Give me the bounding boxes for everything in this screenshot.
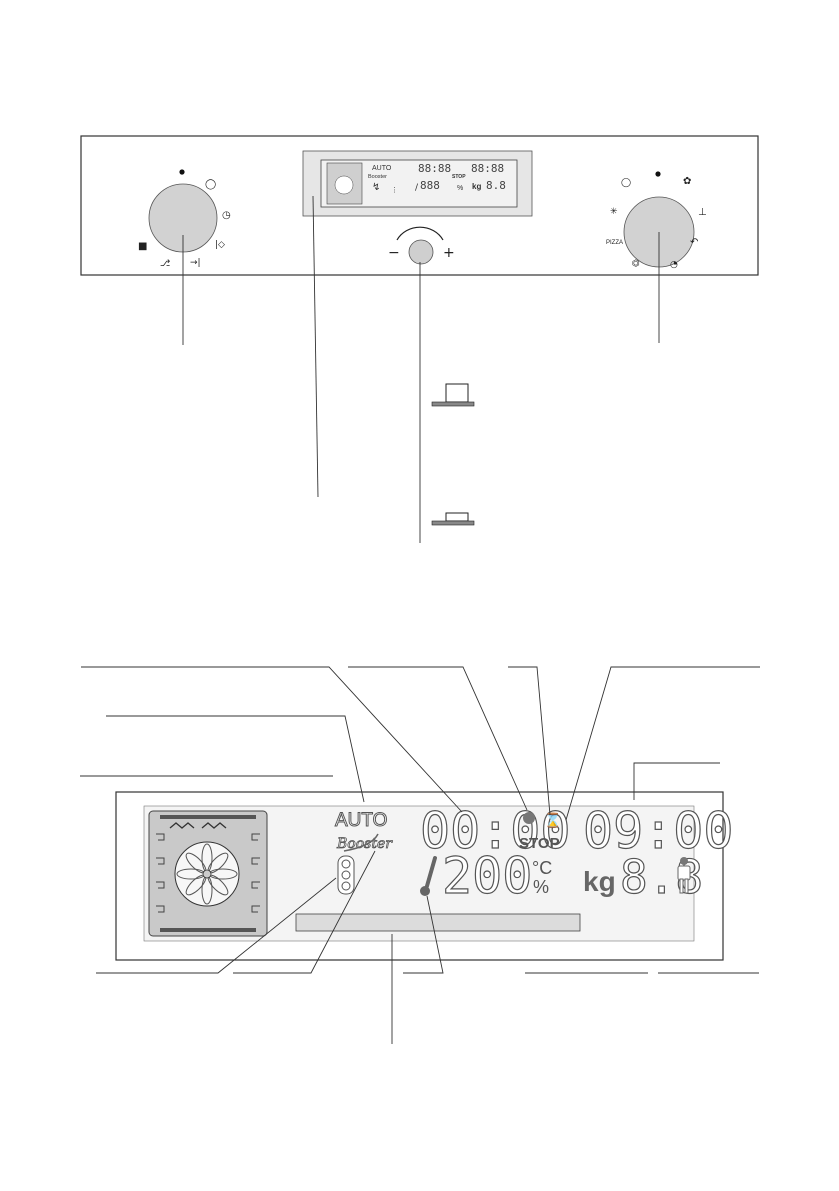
- auto-label: AUTO: [335, 810, 387, 831]
- top-callouts: [182, 195, 660, 543]
- control-panel: ◯ ◷ |◇ →| ⎇ ■ AUTO Booster 88:88 STOP 88…: [80, 135, 759, 276]
- callout-clock: [348, 666, 528, 811]
- temperature-digits: 200: [442, 847, 532, 905]
- kg-label: kg: [583, 866, 616, 897]
- callout-booster: [233, 850, 376, 974]
- level-indicator-icon: [337, 855, 355, 895]
- lock-icon: ■: [138, 241, 147, 252]
- mini-level-icon: ⋮: [391, 186, 398, 194]
- callout-hourglass: [508, 666, 551, 816]
- adjust-arc: [396, 226, 444, 241]
- plus-label[interactable]: +: [443, 245, 455, 261]
- pizza-label: PIZZA: [606, 240, 623, 246]
- door-icon-tall: [445, 383, 469, 403]
- shelf-rails-icon: [156, 833, 260, 913]
- duration-icon: |◇: [215, 240, 225, 250]
- thermometer-icon: [420, 856, 437, 896]
- mini-kg-label: kg: [472, 182, 481, 191]
- celsius-label: °C: [532, 858, 552, 878]
- door-icon-short: [445, 512, 469, 522]
- lcd-window: AUTO Booster 88:88 STOP 88:88 888 % kg 8…: [302, 150, 533, 217]
- cooking-time-digits: 00:00: [420, 802, 571, 860]
- defrost-icon: ✳: [610, 207, 618, 217]
- mini-thermometer-icon: /: [415, 183, 419, 193]
- booster-swoosh-icon: [343, 833, 379, 852]
- mini-temp-digits: 888: [420, 179, 440, 192]
- end-time-digits: 09:00: [583, 802, 734, 860]
- mini-fan-icon: [334, 175, 354, 195]
- text-message-bar: [295, 913, 581, 932]
- detail-callouts: [80, 666, 760, 1044]
- door-icon-tall-base: [431, 401, 475, 407]
- adjust-knob[interactable]: [408, 239, 434, 265]
- door-icon-short-base: [431, 520, 475, 526]
- callout-level: [96, 877, 337, 974]
- callout-thermometer: [403, 895, 444, 974]
- off-dot-icon: [179, 169, 185, 175]
- hourglass-icon: ⌛: [544, 812, 561, 829]
- weight-digits: 8.8: [620, 850, 703, 904]
- mini-stop-label: STOP: [452, 174, 466, 180]
- mini-auto-label: AUTO: [372, 165, 392, 172]
- mini-booster-arrow-icon: ↯: [372, 182, 380, 193]
- mini-booster-label: Booster: [368, 174, 387, 180]
- mini-time-digits: 88:88: [418, 162, 451, 175]
- callout-lcd: [312, 195, 319, 498]
- lamp-icon: ◯: [205, 179, 216, 190]
- rotisserie-icon: ⊥: [698, 207, 707, 218]
- callout-time: [81, 666, 463, 813]
- booster-label: Booster: [336, 836, 393, 852]
- grill-icon: ↶: [690, 237, 698, 248]
- display-detail: AUTO Booster 00:00 ⌛ STOP 09:00 200 °C %…: [115, 791, 734, 961]
- mini-weight-digits: 8.8: [486, 179, 506, 192]
- end-time-icon: →|: [190, 258, 201, 268]
- bottom-heat-icon: ◔: [670, 260, 678, 270]
- grill-fan-icon: ✿: [683, 176, 691, 187]
- bread-icon: ⏣: [632, 259, 640, 269]
- callout-auto: [106, 715, 365, 803]
- oven-cavity-icon: [148, 810, 268, 937]
- adjust-selector[interactable]: − +: [388, 226, 455, 265]
- door-icons: [431, 383, 475, 526]
- mini-end-time-digits: 88:88: [471, 162, 504, 175]
- callout-end-time: [633, 762, 720, 800]
- minus-label[interactable]: −: [388, 245, 400, 261]
- percent-label: %: [533, 877, 549, 897]
- clock-symbol-icon: [523, 812, 535, 824]
- stop-label: STOP: [519, 835, 560, 852]
- clock-icon: ◷: [222, 210, 231, 221]
- person-icon: [677, 857, 691, 894]
- timer-bell-icon: ⎇: [160, 259, 171, 269]
- mini-unit: %: [457, 185, 463, 192]
- callout-stop: [565, 666, 760, 821]
- left-knob[interactable]: ◯ ◷ |◇ →| ⎇ ■: [138, 169, 231, 269]
- off-dot-icon: [655, 171, 661, 177]
- fan-heat-icon: ◯: [621, 178, 631, 188]
